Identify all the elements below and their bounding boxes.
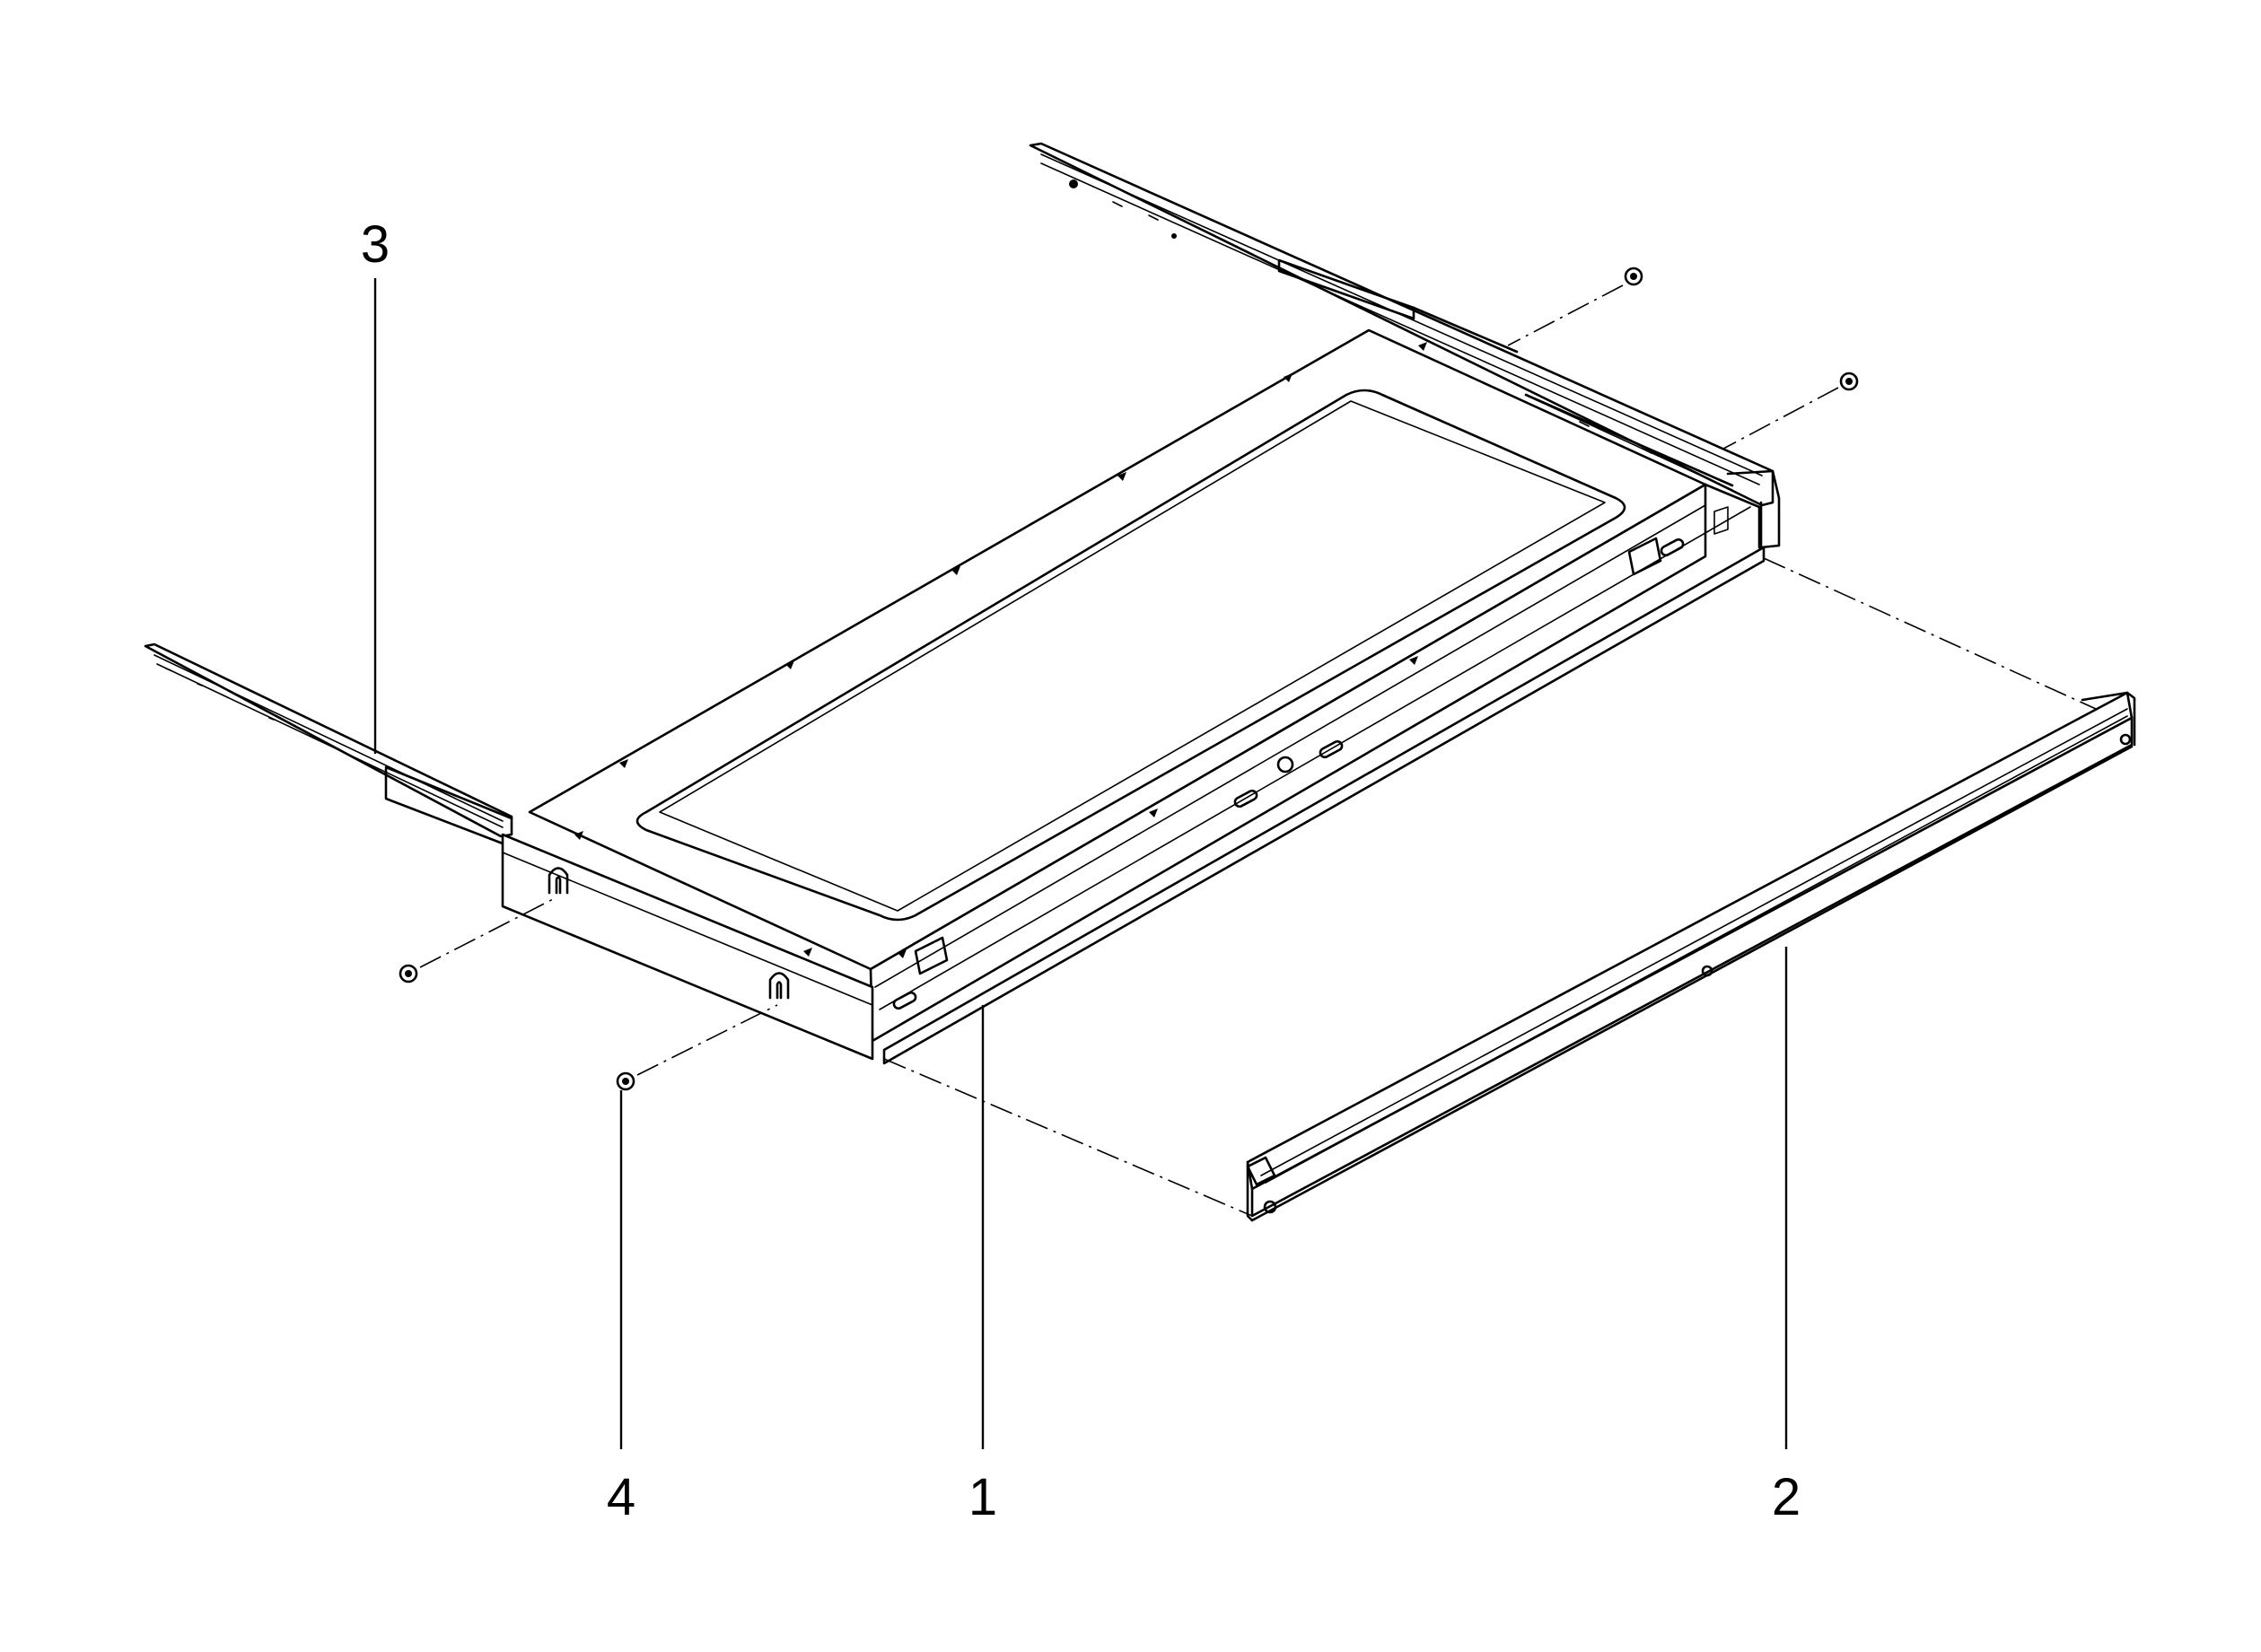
front-rail <box>1246 691 2136 1222</box>
assembly-lines <box>419 284 2097 1217</box>
leader-lines <box>373 278 1788 1449</box>
screw-top-1 <box>1624 267 1643 286</box>
screw-group <box>399 267 1859 1091</box>
callout-2: 2 <box>1772 1468 1801 1526</box>
back-slide-rail <box>1029 142 1781 549</box>
callout-labels: 3 4 1 2 <box>361 215 1801 1526</box>
bracket-hooks <box>548 867 790 1000</box>
callout-1: 1 <box>968 1468 997 1526</box>
edge-marks <box>574 342 1427 958</box>
frame-slots <box>892 506 1729 1010</box>
screw-top-2 <box>1839 371 1859 391</box>
callout-4: 4 <box>607 1468 635 1526</box>
tray-frame <box>501 328 1766 1065</box>
screw-left-2 <box>616 1071 635 1091</box>
callout-3: 3 <box>361 215 390 274</box>
front-slide-rail <box>144 642 513 845</box>
screw-left-1 <box>399 964 418 983</box>
